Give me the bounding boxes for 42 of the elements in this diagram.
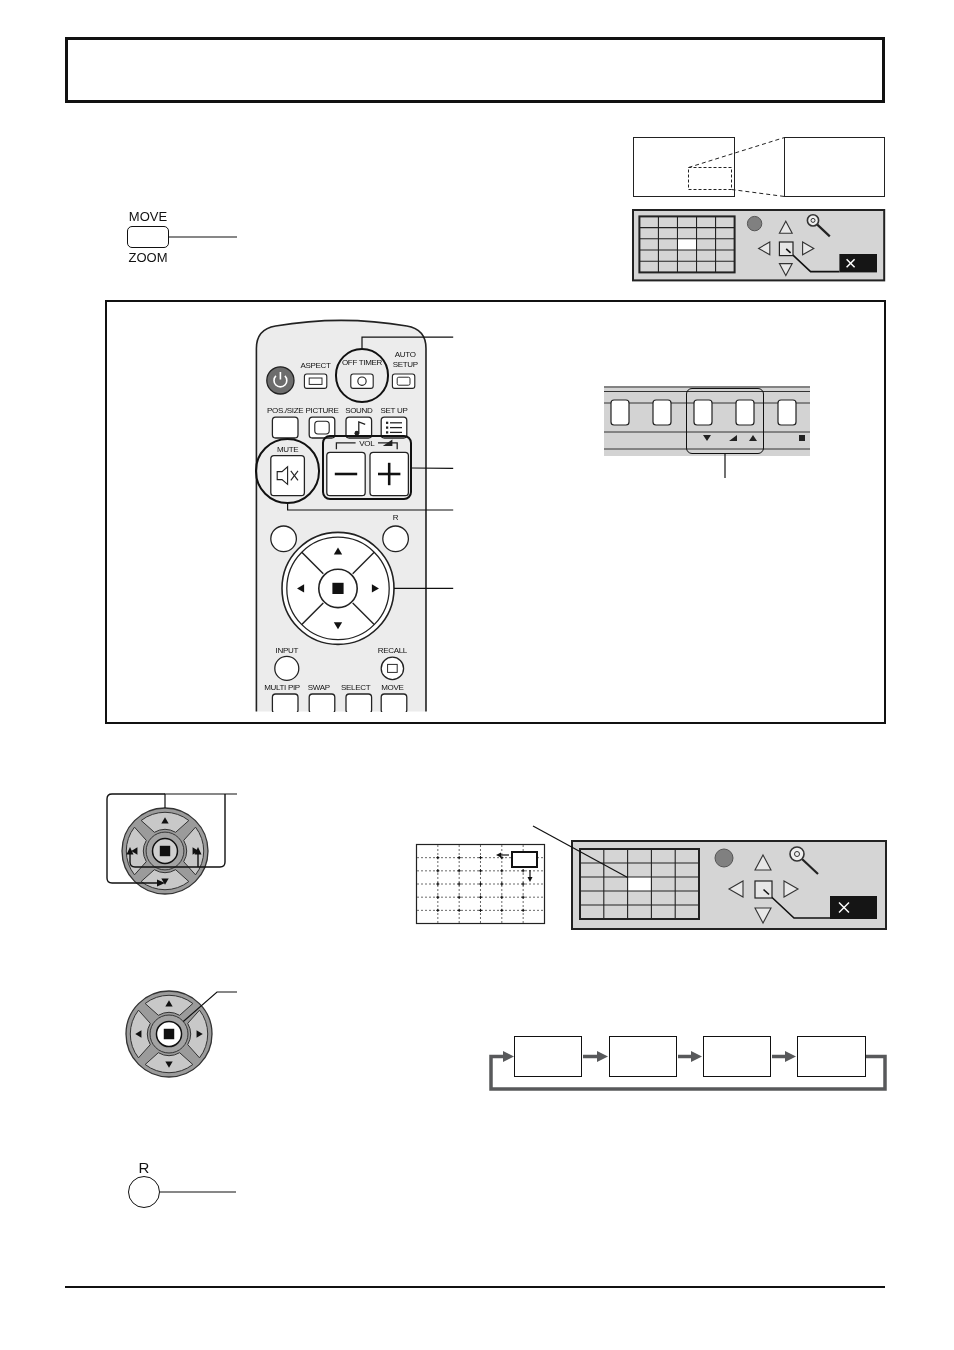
cursor-pad bbox=[281, 531, 395, 646]
step-box bbox=[609, 1036, 677, 1077]
remote-label: INPUT bbox=[275, 646, 298, 656]
center-key bbox=[149, 1014, 189, 1054]
cursor-pad bbox=[121, 807, 209, 895]
arrow bbox=[583, 1051, 608, 1062]
remote-label: AUTO SETUP bbox=[391, 350, 419, 370]
remote-label: SET UP bbox=[380, 406, 408, 416]
remote-label: SWAP bbox=[307, 682, 330, 693]
bracket-frame bbox=[686, 388, 764, 454]
leader-line bbox=[168, 236, 238, 238]
step-box bbox=[514, 1036, 582, 1077]
remote-label: MULTI PIP bbox=[264, 682, 300, 693]
remote-label: R bbox=[392, 513, 399, 523]
step-box bbox=[797, 1036, 866, 1077]
remote-label: MUTE bbox=[276, 444, 299, 455]
key-caption: R bbox=[138, 1159, 150, 1176]
key-caption: ZOOM bbox=[128, 250, 168, 265]
leader-line bbox=[393, 587, 454, 589]
remote-label: SOUND bbox=[345, 406, 373, 416]
leader-line bbox=[164, 793, 238, 809]
leader-line bbox=[361, 336, 454, 349]
key-caption: MOVE bbox=[128, 209, 168, 224]
step-box bbox=[703, 1036, 771, 1077]
remote-label: VOL bbox=[359, 439, 375, 449]
remote-label: MOVE bbox=[381, 682, 404, 693]
leader-line bbox=[411, 467, 454, 469]
leader-line bbox=[724, 453, 726, 479]
arrow bbox=[772, 1051, 796, 1062]
leader-line bbox=[287, 503, 454, 511]
remote-label: ASPECT bbox=[300, 361, 331, 371]
arrow bbox=[489, 1051, 887, 1091]
remote-label: SELECT bbox=[341, 682, 371, 693]
section-frame bbox=[105, 300, 886, 724]
leader-line bbox=[159, 1191, 237, 1193]
leader-line bbox=[182, 991, 238, 1023]
leader-line bbox=[532, 825, 629, 879]
remote-label: POS./SIZE bbox=[267, 406, 304, 416]
remote-label: RECALL bbox=[377, 646, 407, 656]
remote-label: OFF TIMER bbox=[341, 358, 383, 368]
arrow bbox=[678, 1051, 702, 1062]
remote-label: PICTURE bbox=[305, 406, 339, 416]
